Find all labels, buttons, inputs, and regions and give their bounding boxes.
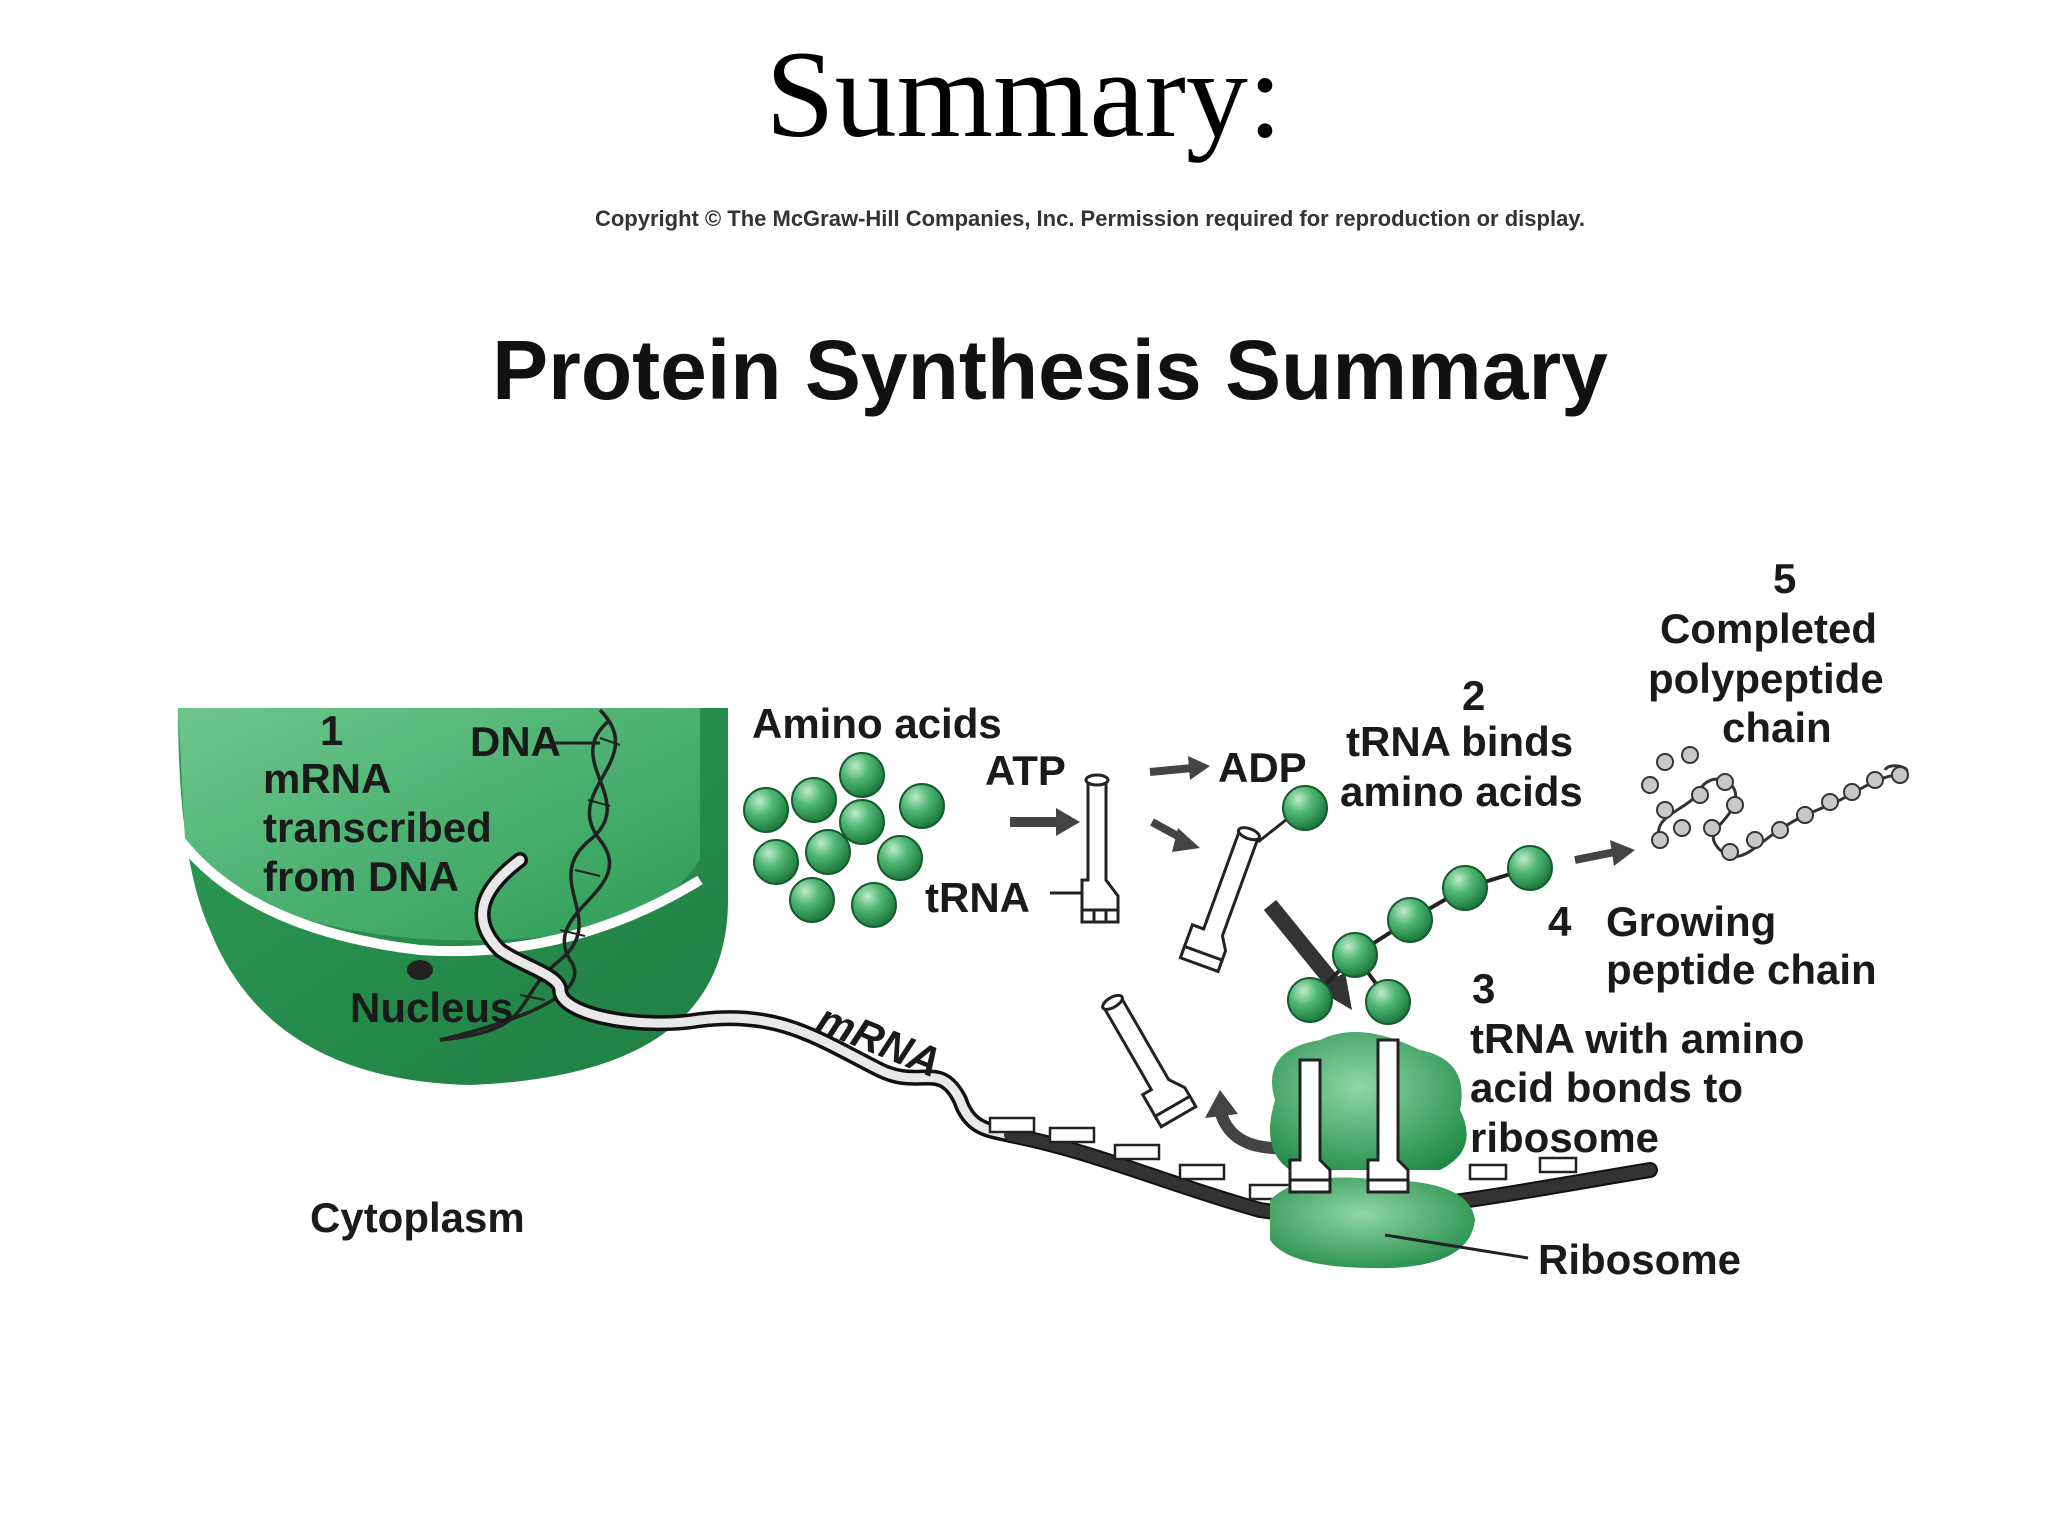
step1-label-line2: transcribed — [263, 804, 492, 851]
trna-molecule — [1080, 773, 1120, 924]
step2-label-line1: tRNA binds — [1346, 718, 1573, 765]
trna-label: tRNA — [925, 874, 1030, 921]
ribosome-pointer — [1384, 1233, 1529, 1260]
step3-label-line2: acid bonds to — [1470, 1064, 1743, 1111]
nucleus-label: Nucleus — [350, 984, 513, 1031]
step2-number: 2 — [1462, 672, 1485, 719]
reaction-arrows — [1010, 756, 1635, 866]
charged-trna — [1178, 785, 1328, 974]
release-arrow — [1214, 1108, 1286, 1155]
nuclear-pore-icon — [407, 960, 433, 980]
ribosome-label: Ribosome — [1538, 1236, 1741, 1283]
adp-label: ADP — [1218, 744, 1307, 791]
step4-label-line1: Growing — [1606, 898, 1776, 945]
step3-label-line1: tRNA with amino — [1470, 1015, 1804, 1062]
cytoplasm-label: Cytoplasm — [310, 1194, 525, 1241]
step1-label-line3: from DNA — [263, 853, 459, 900]
step1-number: 1 — [320, 707, 343, 754]
figure-title: Protein Synthesis Summary — [492, 323, 1608, 417]
released-trna — [1101, 993, 1198, 1129]
copyright-notice: Copyright © The McGraw-Hill Companies, I… — [594, 206, 1586, 231]
step1-label-line1: mRNA — [263, 755, 391, 802]
dna-label: DNA — [470, 718, 561, 765]
step4-label-line2: peptide chain — [1606, 946, 1877, 993]
step5-number: 5 — [1773, 555, 1796, 602]
step3-label-line3: ribosome — [1470, 1114, 1659, 1161]
completed-polypeptide — [1641, 746, 1909, 861]
ribosome-trnas — [1288, 1038, 1410, 1194]
atp-label: ATP — [985, 747, 1066, 794]
growing-peptide-chain — [1287, 845, 1553, 1025]
step4-number: 4 — [1548, 898, 1572, 945]
step5-label-line1: Completed — [1660, 605, 1877, 652]
amino-acid-pool — [743, 752, 945, 928]
step3-number: 3 — [1472, 965, 1495, 1012]
mrna-strand — [474, 852, 1658, 1222]
amino-acids-label: Amino acids — [752, 700, 1002, 747]
slide-title: Summary: — [765, 26, 1283, 163]
dna-helix-icon — [439, 708, 621, 1042]
step2-label-line2: amino acids — [1340, 768, 1583, 815]
step5-label-line2: polypeptide — [1648, 655, 1884, 702]
step5-label-line3: chain — [1722, 704, 1832, 751]
